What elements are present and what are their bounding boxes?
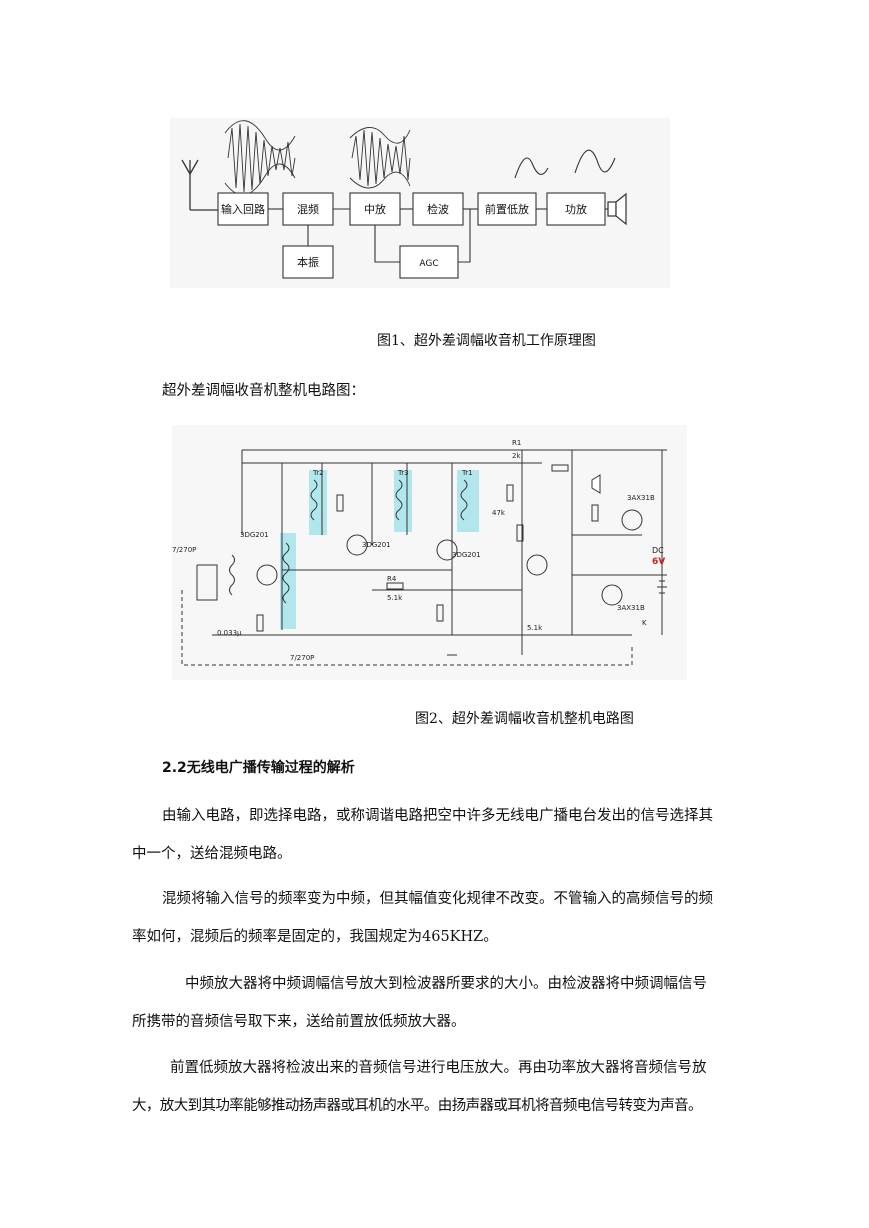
oscillator-block: [282, 245, 334, 279]
dc-label: DC: [652, 546, 664, 555]
c1-label: 7/270P: [172, 546, 196, 554]
tr3-label: Tr3: [397, 469, 409, 477]
figure2-caption: 图2、超外差调幅收音机整机电路图: [415, 711, 634, 727]
t7-label: 3AX31B: [617, 604, 645, 612]
paragraph-2-line-2: 率如何，混频后的频率是固定的，我国规定为465KHZ。: [132, 929, 498, 945]
agc-block: [399, 245, 459, 279]
t8-label: 3AX31B: [627, 494, 655, 502]
preamp-label: 前置低放: [485, 202, 529, 216]
switch-label: K: [642, 619, 647, 627]
figure1-caption: 图1、超外差调幅收音机工作原理图: [377, 333, 596, 349]
bottom-cap-label: 7/270P: [290, 654, 314, 662]
detector-label: 检波: [427, 202, 449, 216]
power-amp-label: 功放: [565, 202, 587, 216]
input-circuit-block: [217, 192, 269, 226]
power-amp-block: [546, 192, 606, 226]
c3-value-label: 0.033μ: [217, 629, 242, 637]
speaker-icon: [607, 192, 627, 226]
paragraph-4-line-2: 大，放大到其功率能够推动扬声器或耳机的水平。由扬声器或耳机将音频电信号转变为声音…: [132, 1098, 703, 1114]
antenna-icon: [181, 159, 218, 211]
intro-line: 超外差调幅收音机整机电路图：: [162, 383, 365, 399]
paragraph-1-line-2: 中一个，送给混频电路。: [132, 846, 292, 862]
block-diagram-figure: 输入回路 混频 本振 中放 检波 前置低放 功放 AGC: [170, 118, 670, 288]
paragraph-2-line-1: 混频将输入信号的频率变为中频，但其幅值变化规律不改变。不管输入的高频信号的频: [162, 891, 713, 907]
paragraph-4-line-1: 前置低频放大器将检波出来的音频信号进行电压放大。再由功率放大器将音频信号放: [170, 1060, 707, 1076]
t2-label: 3DG201: [362, 541, 391, 549]
paragraph-3: 中频放大器将中频调幅信号放大到检波器所要求的大小。由检波器将中频调幅信号 所携带…: [132, 965, 745, 1041]
oscillator-label: 本振: [297, 255, 319, 269]
circuit-schematic-figure: Tr2 Tr3 Tr1 3DG201 3DG201 3DG201 3AX31B …: [172, 425, 687, 680]
t3-label: 3DG201: [452, 551, 481, 559]
tr2-label: Tr2: [312, 469, 324, 477]
r1-value-label: 2k: [512, 452, 521, 460]
paragraph-3-line-1: 中频放大器将中频调幅信号放大到检波器所要求的大小。由检波器将中频调幅信号: [185, 976, 707, 992]
r4-value-label: 5.1k: [387, 594, 403, 602]
r9-value-label: 47k: [492, 509, 506, 517]
tr-label: Tr1: [461, 469, 473, 477]
paragraph-1: 由输入电路，即选择电路，或称调谐电路把空中许多无线电广播电台发出的信号选择其 中…: [132, 797, 742, 873]
input-circuit-label: 输入回路: [221, 202, 265, 216]
detector-block: [412, 192, 464, 226]
agc-label: AGC: [419, 259, 438, 269]
paragraph-3-line-2: 所携带的音频信号取下来，送给前置放低频放大器。: [132, 1014, 466, 1030]
modulated-wave-icon: [349, 127, 411, 189]
paragraph-2: 混频将输入信号的频率变为中频，但其幅值变化规律不改变。不管输入的高频信号的频 率…: [132, 880, 742, 956]
t1-label: 3DG201: [240, 531, 269, 539]
r1-label: R1: [512, 439, 521, 447]
dc-voltage-label: 6V: [652, 557, 665, 567]
paragraph-1-line-1: 由输入电路，即选择电路，或称调谐电路把空中许多无线电广播电台发出的信号选择其: [162, 808, 713, 824]
mixer-label: 混频: [297, 202, 319, 216]
r11-value-label: 5.1k: [527, 624, 543, 632]
section-heading: 2.2无线电广播传输过程的解析: [162, 760, 355, 776]
preamp-block: [477, 192, 537, 226]
if-amp-label: 中放: [364, 202, 386, 216]
paragraph-4: 前置低频放大器将检波出来的音频信号进行电压放大。再由功率放大器将音频信号放 大，…: [132, 1049, 745, 1125]
audio-wave-icon: [514, 149, 616, 179]
if-amp-block: [349, 192, 401, 226]
r4-label: R4: [387, 575, 397, 583]
